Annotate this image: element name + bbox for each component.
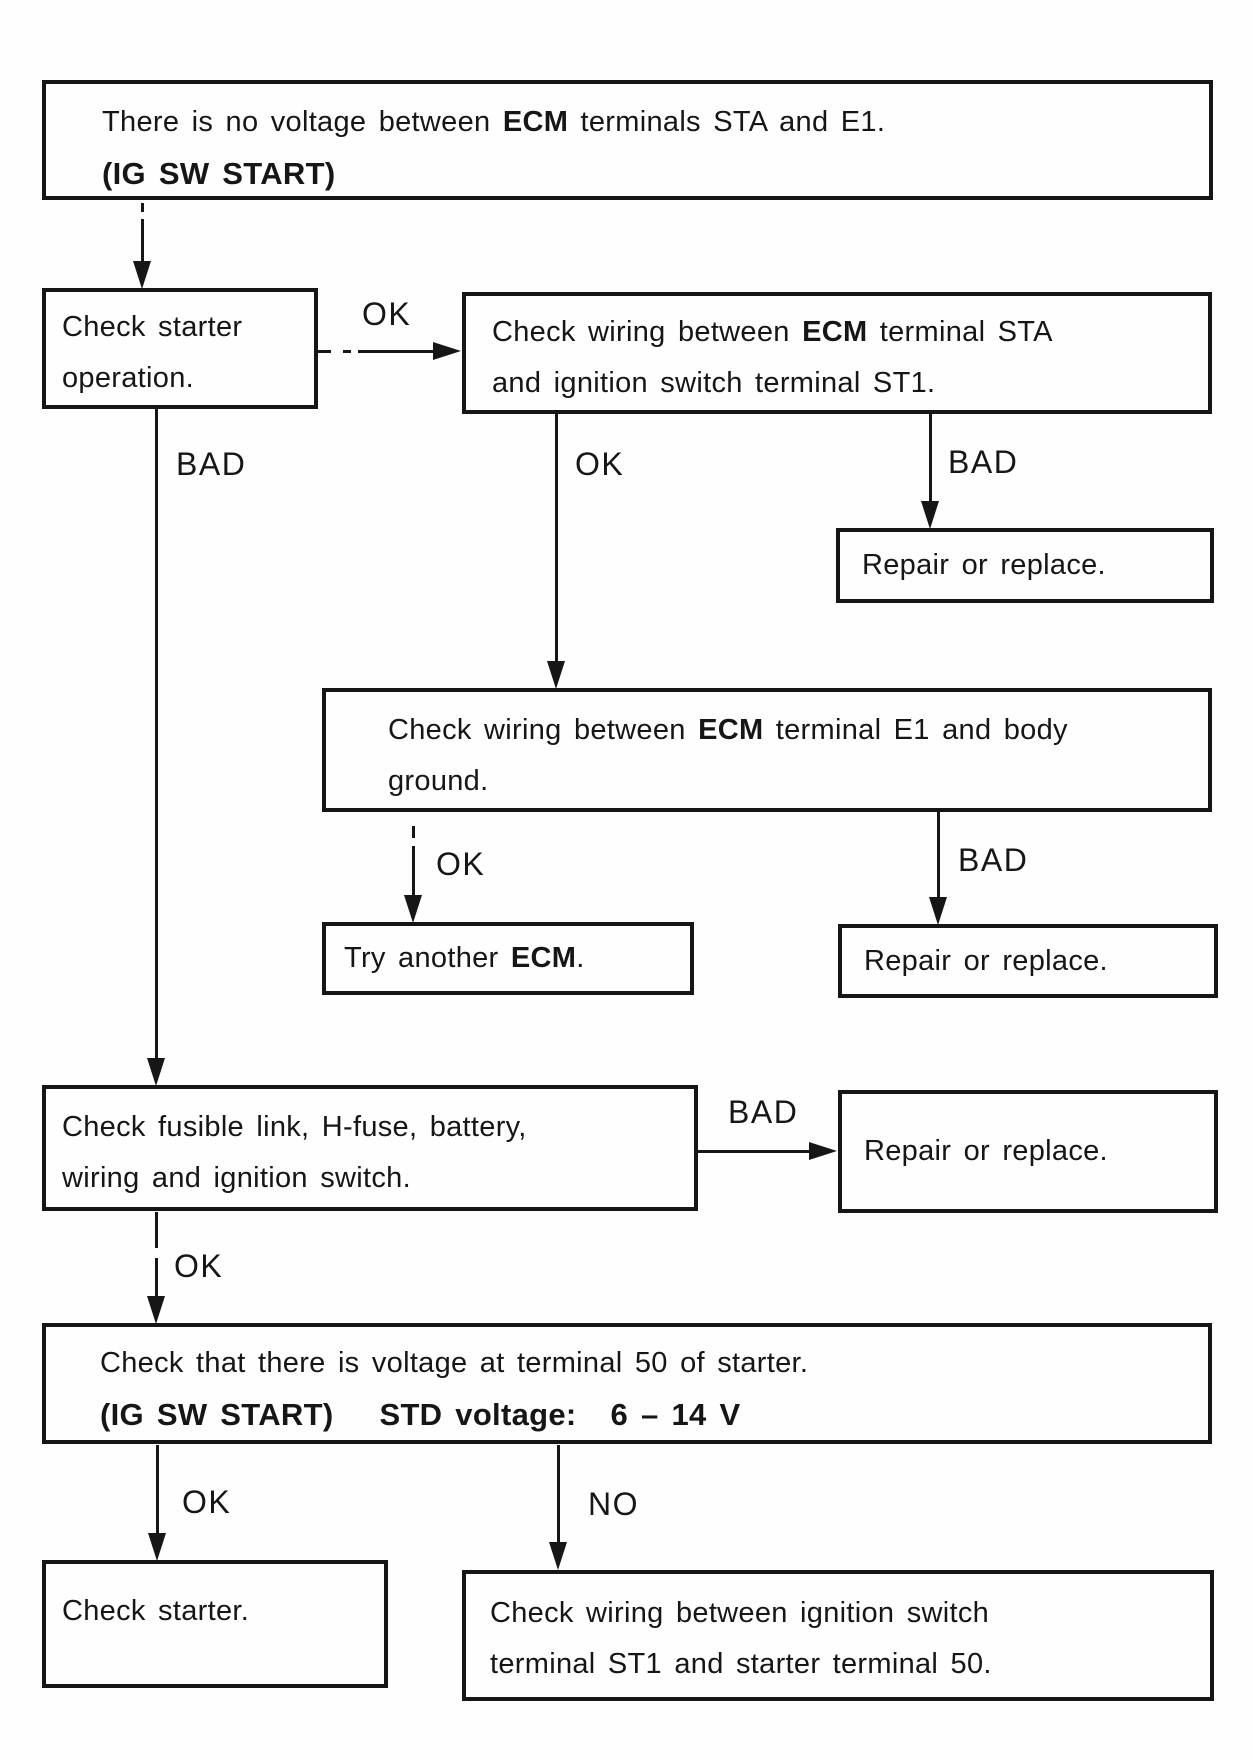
node-check-wiring-e1-ground: Check wiring between ECM terminal E1 and… [322, 688, 1212, 812]
arrowhead-down [133, 261, 151, 289]
edge-label-bad: BAD [728, 1094, 799, 1130]
edge-label-ok: OK [174, 1248, 224, 1284]
arrowhead-right [433, 342, 461, 360]
edge-label-ok: OK [182, 1484, 232, 1520]
connector-ok-to-wiring-sta [343, 350, 351, 353]
node-text-line: (IG SW START) STD voltage: 6 – 14 V [100, 1389, 1208, 1440]
node-check-starter-operation: Check starter operation. [42, 288, 318, 409]
node-text-line: There is no voltage between ECM terminal… [102, 97, 1209, 148]
arrowhead-down [547, 661, 565, 689]
node-check-voltage-terminal-50: Check that there is voltage at terminal … [42, 1323, 1212, 1444]
node-text-line: (IG SW START) [102, 148, 1209, 199]
text-segment: (IG SW START) [102, 156, 336, 191]
text-segment: Check that there is voltage at terminal … [100, 1347, 809, 1379]
text-segment: ECM [502, 106, 569, 138]
connector-symptom-to-starter-op [141, 219, 144, 264]
edge-label-ok: OK [436, 846, 486, 882]
node-text-line: Check starter. [62, 1586, 384, 1637]
edge-label-bad: BAD [948, 444, 1019, 480]
text-segment: Check wiring between ignition switch [490, 1597, 990, 1629]
text-segment: Check fusible link, H-fuse, battery, [62, 1111, 527, 1143]
edge-label-ok: OK [575, 446, 625, 482]
connector-bad-to-fusible [155, 409, 158, 1061]
connector-bad-to-repair-1 [929, 414, 932, 504]
node-repair-or-replace-3: Repair or replace. [838, 1090, 1218, 1213]
text-segment: terminals STA and E1. [568, 106, 886, 138]
node-text-line: Check starter [62, 302, 314, 353]
node-text-line: Repair or replace. [864, 1126, 1214, 1177]
text-segment: terminal STA [867, 316, 1053, 348]
node-text-line: Try another ECM. [344, 933, 690, 984]
node-try-another-ecm: Try another ECM. [322, 922, 694, 995]
connector-ok-to-voltage50 [155, 1212, 158, 1248]
node-text-line: Check wiring between ECM terminal E1 and… [388, 705, 1208, 756]
text-segment: There is no voltage between [102, 106, 503, 138]
edge-label-bad: BAD [958, 842, 1029, 878]
text-segment: and ignition switch terminal ST1. [492, 367, 936, 399]
node-text-line: and ignition switch terminal ST1. [492, 358, 1208, 409]
text-segment: Check starter [62, 311, 243, 343]
node-text-line: Repair or replace. [864, 936, 1214, 987]
connector-ok-to-try-ecm [412, 846, 415, 898]
connector-ok-to-voltage50 [155, 1258, 158, 1300]
node-text-line: wiring and ignition switch. [62, 1153, 694, 1204]
text-segment: terminal E1 and body [763, 714, 1068, 746]
text-segment: operation. [62, 362, 194, 394]
node-repair-or-replace-2: Repair or replace. [838, 924, 1218, 998]
text-segment: Check wiring between [492, 316, 803, 348]
node-symptom-no-voltage: There is no voltage between ECM terminal… [42, 80, 1213, 200]
text-segment: STD voltage: [379, 1397, 577, 1432]
connector-symptom-to-starter-op [141, 203, 144, 212]
text-segment: ECM [802, 316, 868, 348]
text-segment: Check starter. [62, 1595, 250, 1627]
text-segment: (IG SW START) [100, 1397, 334, 1432]
connector-bad-to-repair-2 [937, 812, 940, 900]
arrowhead-down [147, 1296, 165, 1324]
node-text-line: Check wiring between ignition switch [490, 1588, 1210, 1639]
node-text-line: terminal ST1 and starter terminal 50. [490, 1639, 1210, 1690]
node-check-fusible-link: Check fusible link, H-fuse, battery, wir… [42, 1085, 698, 1211]
node-text-line: Repair or replace. [862, 540, 1210, 591]
node-repair-or-replace-1: Repair or replace. [836, 528, 1214, 603]
text-segment: Repair or replace. [862, 549, 1106, 581]
node-text-line: operation. [62, 353, 314, 404]
connector-ok-to-e1-ground [555, 414, 558, 664]
arrowhead-right [809, 1142, 837, 1160]
node-check-wiring-sta-st1: Check wiring between ECM terminal STA an… [462, 292, 1212, 414]
connector-ok-to-wiring-sta [318, 350, 331, 353]
text-segment: . [576, 942, 585, 974]
arrowhead-down [404, 895, 422, 923]
connector-ok-to-try-ecm [412, 826, 415, 838]
connector-ok-to-wiring-sta [358, 350, 436, 353]
std-voltage-value: 6 – 14 V [610, 1397, 741, 1432]
text-segment: Repair or replace. [864, 944, 1108, 977]
node-text-line: Check that there is voltage at terminal … [100, 1338, 1208, 1389]
arrowhead-down [147, 1058, 165, 1086]
connector-bad-to-repair-3 [698, 1150, 812, 1153]
edge-label-ok: OK [362, 296, 412, 332]
text-segment: terminal ST1 and starter terminal 50. [490, 1648, 992, 1680]
edge-label-no: NO [588, 1486, 639, 1522]
connector-no-to-wiring-st1 [557, 1445, 560, 1543]
arrowhead-down [549, 1542, 567, 1570]
text-segment: ECM [698, 714, 764, 746]
text-segment: wiring and ignition switch. [62, 1162, 411, 1194]
node-text-line: ground. [388, 756, 1208, 807]
node-text-line: Check wiring between ECM terminal STA [492, 307, 1208, 358]
connector-ok-to-check-starter [156, 1445, 159, 1537]
arrowhead-down [148, 1533, 166, 1561]
arrowhead-down [921, 501, 939, 529]
arrowhead-down [929, 897, 947, 925]
text-segment: Try another [344, 942, 511, 974]
node-check-starter: Check starter. [42, 1560, 388, 1688]
text-segment: ground. [388, 765, 489, 797]
edge-label-bad: BAD [176, 446, 247, 482]
text-segment: Check wiring between [388, 714, 699, 746]
text-segment: ECM [510, 942, 577, 974]
text-segment: Repair or replace. [864, 1135, 1108, 1167]
node-check-wiring-st1-50: Check wiring between ignition switch ter… [462, 1570, 1214, 1701]
node-text-line: Check fusible link, H-fuse, battery, [62, 1102, 694, 1153]
